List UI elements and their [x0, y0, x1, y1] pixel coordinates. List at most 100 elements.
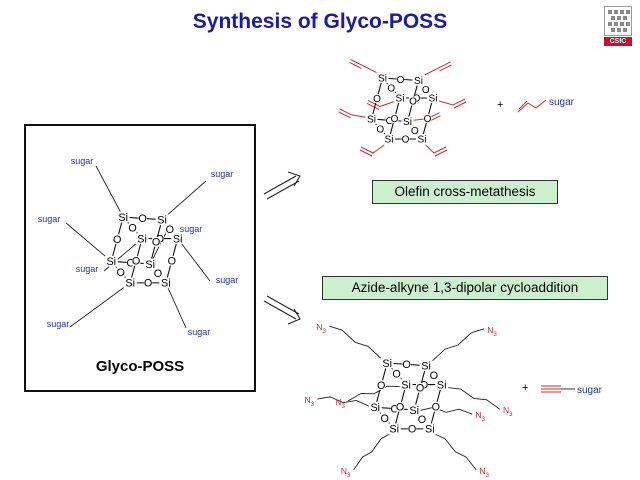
vinyl-o-mask-11 — [410, 125, 419, 135]
octaazido-poss-cage: OOOOOOOOOOOOSiSiSiSiSiSiSiSi — [368, 357, 449, 436]
glyco-o-mask-10 — [116, 267, 125, 277]
glyco-si-mask-1 — [155, 214, 169, 226]
vinyl-o-mask-5 — [409, 96, 417, 106]
vinyl-group-4 — [367, 99, 395, 107]
vinyl-group-6 — [360, 144, 385, 154]
glyco-o-mask-4 — [113, 234, 122, 244]
alkyne-triple-bond-icon — [541, 385, 561, 393]
azide-si-mask-4 — [399, 379, 413, 390]
vinyl-double-bond-1 — [439, 64, 452, 72]
azide-silicon-6: Si — [389, 424, 399, 436]
vinyl-oxygen-10: O — [376, 125, 384, 136]
glyco-oxygen-3: O — [144, 278, 152, 290]
azidopropyl-chain-7 — [434, 433, 477, 471]
vinyl-silicon-4: Si — [396, 94, 405, 105]
vinyl-si-mask-1 — [412, 75, 425, 86]
azide-o-mask-0 — [402, 359, 411, 370]
sugar-label-5: sugar — [216, 275, 239, 285]
vinyl-o-mask-9 — [421, 84, 430, 94]
vinyl-si-mask-3 — [401, 116, 414, 127]
azide-silicon-0: Si — [382, 358, 392, 370]
glyco-oxygen-10: O — [117, 267, 125, 279]
sugar-label-2: sugar — [38, 214, 61, 224]
n3-label-3: N3 — [475, 410, 485, 423]
azide-si-mask-0 — [380, 357, 394, 369]
azidopropyl-chain-6 — [353, 433, 391, 471]
olefin-cross-metathesis-box: Olefin cross-metathesis — [372, 180, 558, 204]
azide-silicon-2: Si — [370, 402, 380, 414]
sugar-label-0: sugar — [71, 156, 94, 166]
logo-emblem-icon — [604, 6, 632, 36]
azide-oxygen-7: O — [432, 402, 440, 414]
azide-silicon-7: Si — [425, 424, 435, 436]
sugar-label-4: sugar — [76, 264, 99, 274]
olefin-reagent-sugar-label: sugar — [549, 97, 575, 108]
glyco-o-mask-6 — [132, 255, 141, 266]
vinyl-si-mask-0 — [376, 73, 389, 83]
glyco-oxygen-7: O — [168, 256, 176, 268]
glyco-si-mask-6 — [123, 277, 137, 289]
glyco-oxygen-1: O — [127, 257, 135, 269]
glyco-si-mask-4 — [135, 233, 149, 244]
glyco-o-mask-0 — [138, 213, 147, 224]
slide-title: Synthesis of Glyco-POSS — [192, 10, 448, 33]
glyco-o-mask-3 — [143, 278, 153, 288]
vinyl-oxygen-0: O — [397, 75, 405, 86]
vinyl-o-mask-7 — [423, 114, 432, 123]
vinyl-double-bond-5 — [453, 101, 467, 109]
glyco-o-mask-9 — [165, 224, 174, 235]
azide-si-mask-5 — [435, 379, 449, 390]
glyco-si-mask-7 — [159, 277, 173, 289]
n3-label-4: N3 — [335, 397, 345, 410]
vinyl-group-7 — [425, 144, 447, 154]
glyco-o-mask-5 — [152, 236, 161, 247]
arrow-to-olefin-route-icon — [263, 171, 301, 200]
vinyl-silicon-5: Si — [429, 94, 438, 105]
glyco-poss-sugar-arms — [65, 165, 211, 329]
glyco-silicon-3: Si — [145, 259, 155, 271]
sugar-label-1: sugar — [211, 169, 234, 179]
vinyl-silicon-6: Si — [385, 135, 394, 146]
vinyl-double-bond-7 — [434, 149, 448, 157]
azidopropyl-chain-3 — [420, 406, 473, 415]
vinyl-o-mask-10 — [376, 124, 385, 134]
azide-silicon-5: Si — [437, 379, 447, 391]
azide-plus-sign: + — [522, 382, 528, 394]
azide-o-mask-5 — [416, 382, 425, 393]
olefin-plus-sign: + — [497, 99, 503, 111]
azide-oxygen-1: O — [391, 403, 399, 415]
vinyl-si-mask-6 — [383, 134, 395, 144]
allyl-sugar-chain-icon — [517, 99, 547, 113]
sugar-arm-2 — [65, 222, 112, 262]
vinyl-oxygen-6: O — [391, 114, 399, 125]
azide-silicon-4: Si — [401, 379, 411, 391]
sugar-label-6: sugar — [47, 319, 70, 329]
glyco-o-mask-7 — [167, 255, 176, 266]
logo-text: CSIC — [604, 37, 632, 46]
azide-oxygen-11: O — [418, 414, 426, 426]
vinyl-silicon-1: Si — [414, 76, 423, 87]
azide-oxygen-5: O — [416, 383, 424, 395]
vinyl-oxygen-5: O — [409, 97, 417, 108]
glyco-silicon-0: Si — [118, 212, 128, 224]
azide-oxygen-3: O — [408, 424, 416, 436]
glyco-oxygen-11: O — [154, 268, 162, 280]
glyco-si-mask-2 — [104, 255, 118, 267]
azide-o-mask-1 — [390, 403, 399, 414]
vinyl-double-bond-2 — [338, 111, 351, 119]
n3-label-6: N3 — [341, 466, 351, 479]
vinyl-o-mask-4 — [373, 94, 381, 103]
sugar-arm-1 — [161, 180, 207, 221]
sugar-arm-5 — [177, 238, 211, 282]
azide-si-mask-1 — [419, 360, 433, 372]
arrow-to-azide-route-icon — [263, 295, 301, 325]
glyco-silicon-1: Si — [157, 214, 167, 226]
glyco-oxygen-0: O — [138, 213, 146, 225]
glyco-silicon-2: Si — [106, 256, 116, 268]
glyco-silicon-4: Si — [137, 233, 147, 245]
azide-o-mask-7 — [431, 401, 440, 412]
azide-alkyne-cycloaddition-box: Azide-alkyne 1,3-dipolar cycloaddition — [322, 276, 608, 300]
glyco-o-mask-11 — [153, 268, 163, 279]
